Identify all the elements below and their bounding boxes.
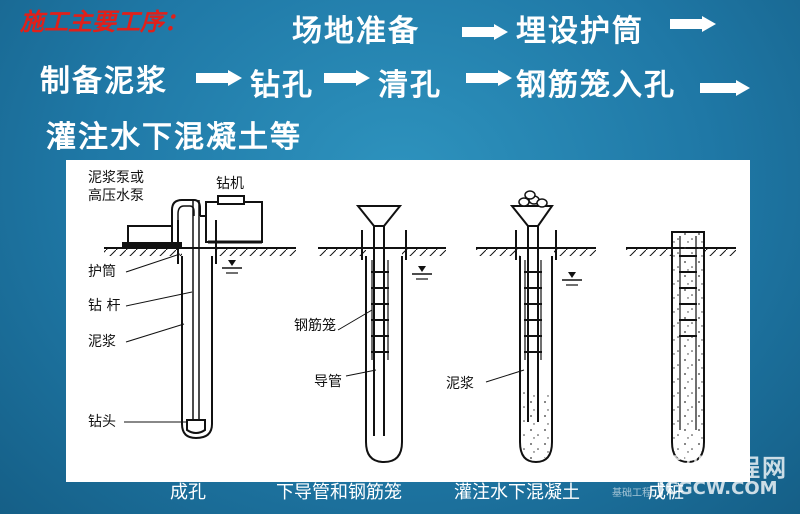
arrow-icon <box>700 80 750 96</box>
step-drill: 钻孔 <box>250 68 314 103</box>
caption-finished: 成桩 <box>648 482 684 503</box>
watermark-small: 基础工程 <box>612 488 652 499</box>
arrow-icon <box>670 16 716 32</box>
label-mud: 泥浆 <box>88 334 116 350</box>
label-mud-2: 泥浆 <box>446 376 474 392</box>
label-drill-rod: 钻 杆 <box>88 298 120 314</box>
label-pump-2: 高压水泵 <box>88 187 144 204</box>
step-concrete: 灌注水下混凝土等 <box>46 120 302 155</box>
arrow-icon <box>466 70 512 86</box>
arrow-icon <box>196 70 242 86</box>
label-drill-machine: 钻机 <box>216 176 244 192</box>
label-tremie: 导管 <box>314 374 342 390</box>
label-drill-bit: 钻头 <box>88 414 116 430</box>
watermark-en: JCGCW.COM <box>658 478 778 499</box>
label-casing: 护筒 <box>88 263 116 280</box>
stage-tremie-cage <box>318 205 446 464</box>
section-label: 施工主要工序： <box>20 7 188 36</box>
step-cage: 钢筋笼入孔 <box>516 68 676 103</box>
stage-finished-pile <box>626 231 736 464</box>
watermark-cn: 基础工程网 <box>658 454 788 482</box>
step-mud: 制备泥浆 <box>40 64 168 99</box>
caption-pouring: 灌注水下混凝土 <box>454 482 580 503</box>
caption-drilling: 成孔 <box>170 482 206 503</box>
watermark-logo-icon <box>612 452 652 480</box>
arrow-icon <box>462 24 508 40</box>
step-clean: 清孔 <box>378 68 442 103</box>
step-site-prep: 场地准备 <box>292 14 420 49</box>
stage-pouring <box>476 190 596 464</box>
stage-drilling <box>104 195 296 440</box>
label-steel-cage: 钢筋笼 <box>294 317 336 334</box>
step-casing: 埋设护筒 <box>516 14 644 49</box>
arrow-icon <box>324 70 370 86</box>
label-pump: 泥浆泵或 <box>88 170 144 186</box>
caption-tremie-cage: 下导管和钢筋笼 <box>276 482 402 503</box>
process-diagram: 泥浆泵或 高压水泵 钻机 护筒 钻 杆 泥浆 钻头 钢筋笼 导管 <box>66 160 750 482</box>
